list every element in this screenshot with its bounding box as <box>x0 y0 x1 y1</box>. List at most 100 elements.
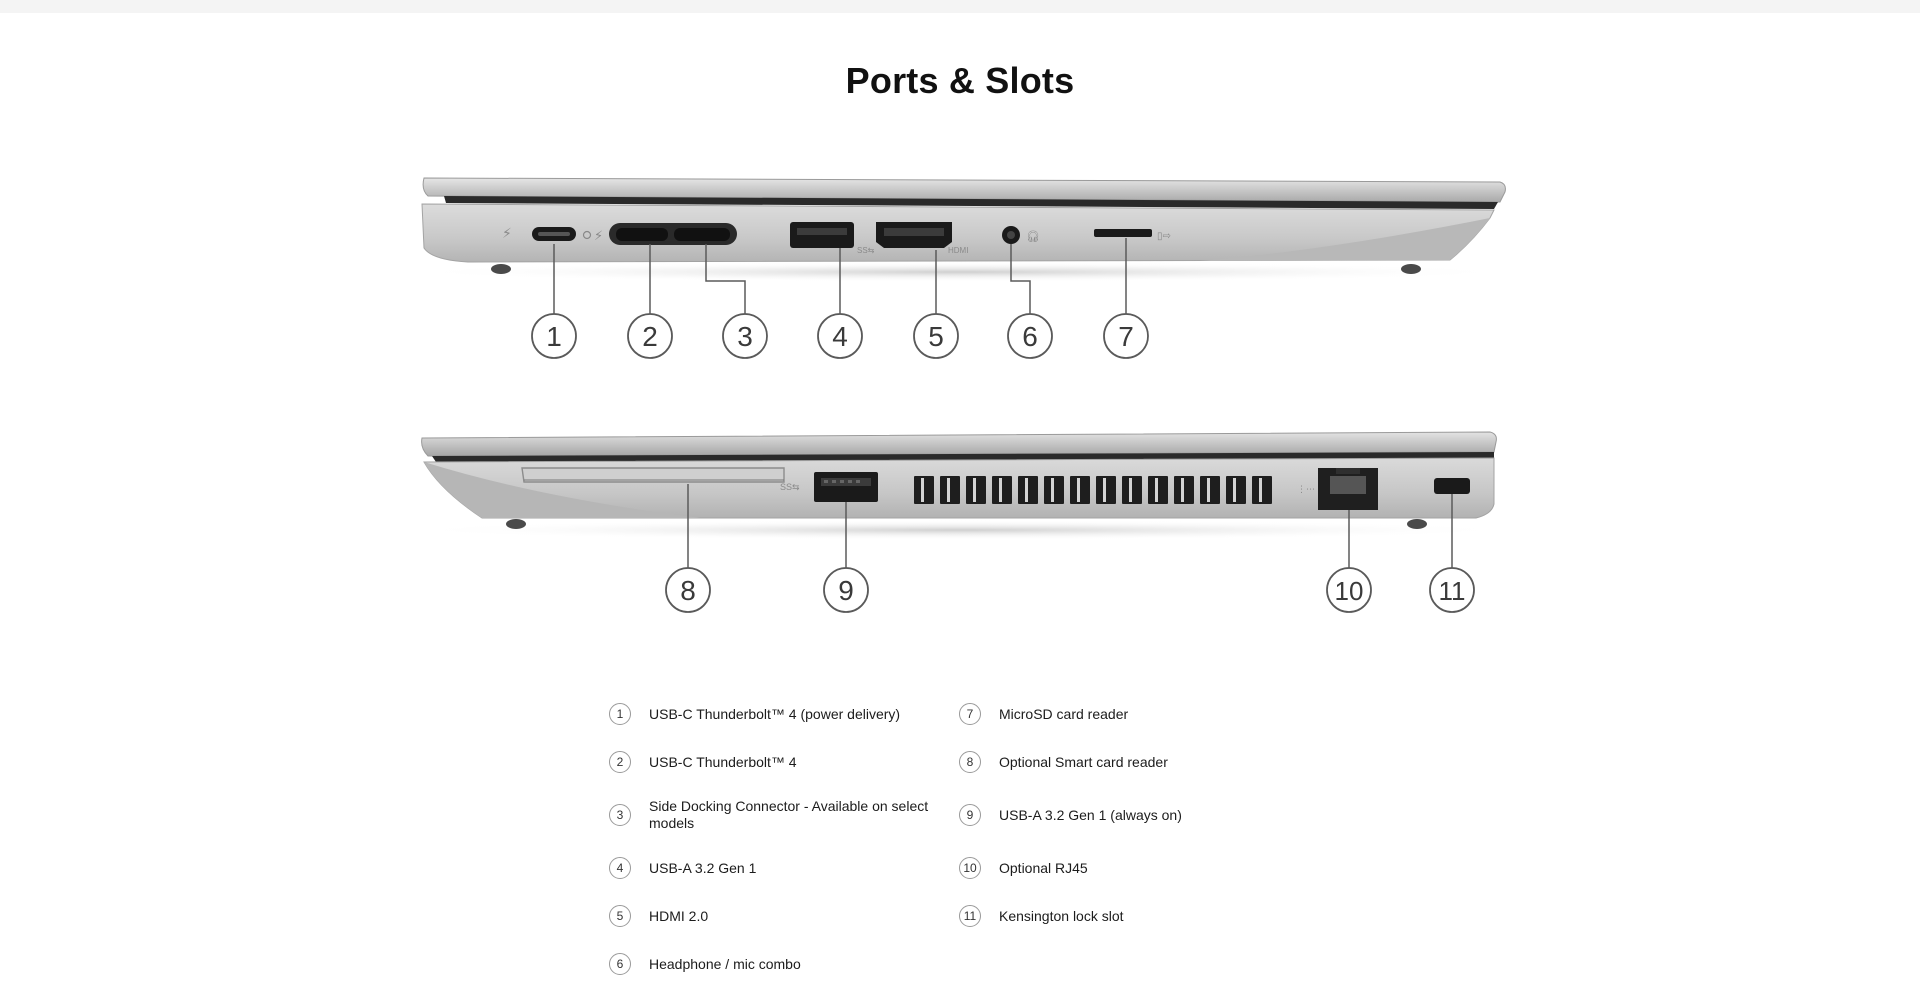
laptop-right-side-view: SS⇆ ⋮⋯ <box>0 418 1920 618</box>
usb-a-port-9-pins <box>824 480 860 483</box>
callout-marker-1: 1 <box>531 313 577 359</box>
base-bevel <box>1200 218 1490 261</box>
legend-item: 8 Optional Smart card reader <box>959 738 1309 786</box>
svg-text:6: 6 <box>1022 321 1038 352</box>
legend-number-badge: 5 <box>609 905 631 927</box>
legend-item: 4 USB-A 3.2 Gen 1 <box>609 844 959 892</box>
legend-label: USB-A 3.2 Gen 1 <box>649 859 757 876</box>
legend-item: 3 Side Docking Connector - Available on … <box>609 786 959 844</box>
legend-label: Optional Smart card reader <box>999 753 1168 770</box>
usb-c-port-2[interactable] <box>616 228 668 241</box>
usb-a-port-9-inner <box>821 478 871 486</box>
legend-number-badge: 3 <box>609 804 631 826</box>
usb-c-port-1-inner <box>538 232 570 236</box>
legend-number-badge: 6 <box>609 953 631 975</box>
kensington-lock-slot[interactable] <box>1434 478 1470 494</box>
legend-label: USB-C Thunderbolt™ 4 <box>649 753 797 770</box>
base-bevel <box>424 462 700 518</box>
ss-usb-icon: SS⇆ <box>780 482 800 492</box>
callout-marker-7: 7 <box>1103 313 1149 359</box>
smart-card-slot[interactable] <box>521 467 785 483</box>
legend-label: Optional RJ45 <box>999 859 1088 876</box>
svg-text:5: 5 <box>928 321 944 352</box>
callout-marker-5: 5 <box>913 313 959 359</box>
callout-marker-3: 3 <box>722 313 768 359</box>
legend-label: HDMI 2.0 <box>649 907 709 924</box>
legend-number-badge: 8 <box>959 751 981 773</box>
callout-marker-9: 9 <box>823 567 869 613</box>
hdmi-icon: HDMI <box>948 246 968 255</box>
legend-item: 2 USB-C Thunderbolt™ 4 <box>609 738 959 786</box>
legend-number-badge: 1 <box>609 703 631 725</box>
svg-text:1: 1 <box>546 321 562 352</box>
laptop-shadow <box>400 262 1520 282</box>
legend-label: USB-A 3.2 Gen 1 (always on) <box>999 806 1182 823</box>
legend-item: 10 Optional RJ45 <box>959 844 1309 892</box>
legend-label: USB-C Thunderbolt™ 4 (power delivery) <box>649 705 901 722</box>
legend-item: 11 Kensington lock slot <box>959 892 1309 940</box>
lid-seam <box>432 452 1494 462</box>
laptop-left-side-illustration: ⚡︎ ⚡︎ SS⇆ HDMI 🎧︎ ▯⇨ <box>400 177 1520 314</box>
headset-icon: 🎧︎ <box>1026 230 1040 243</box>
svg-text:7: 7 <box>1118 321 1134 352</box>
legend-number-badge: 9 <box>959 804 981 826</box>
legend-number-badge: 4 <box>609 857 631 879</box>
legend-number-badge: 10 <box>959 857 981 879</box>
legend-right-column: 7 MicroSD card reader 8 Optional Smart c… <box>959 690 1309 988</box>
laptop-foot <box>506 519 526 529</box>
sd-card-icon: ▯⇨ <box>1157 231 1171 242</box>
callout-marker-8: 8 <box>665 567 711 613</box>
callout-marker-4: 4 <box>817 313 863 359</box>
left-callout-markers: 1 2 3 4 5 6 7 <box>531 313 1149 359</box>
laptop-right-side-illustration: SS⇆ ⋮⋯ <box>400 431 1520 568</box>
legend-item: 6 Headphone / mic combo <box>609 940 959 988</box>
legend-label: MicroSD card reader <box>999 705 1129 722</box>
legend-label: Kensington lock slot <box>999 907 1124 924</box>
legend-number-badge: 2 <box>609 751 631 773</box>
legend-item: 7 MicroSD card reader <box>959 690 1309 738</box>
lid-seam <box>444 196 1498 209</box>
svg-text:10: 10 <box>1335 576 1364 606</box>
laptop-foot <box>1401 264 1421 274</box>
callout-marker-11: 11 <box>1429 567 1475 613</box>
audio-jack-inner <box>1007 231 1015 239</box>
ports-legend: 1 USB-C Thunderbolt™ 4 (power delivery) … <box>609 690 1329 988</box>
legend-number-badge: 11 <box>959 905 981 927</box>
legend-label: Side Docking Connector - Available on se… <box>649 798 929 831</box>
legend-left-column: 1 USB-C Thunderbolt™ 4 (power delivery) … <box>609 690 959 988</box>
laptop-foot <box>491 264 511 274</box>
svg-text:11: 11 <box>1439 576 1466 606</box>
svg-text:3: 3 <box>737 321 753 352</box>
callout-marker-10: 10 <box>1326 567 1372 613</box>
status-led-icon <box>582 230 592 240</box>
vent-slats <box>921 478 1262 502</box>
right-callout-markers: 8 9 10 11 <box>665 567 1475 613</box>
laptop-lid <box>421 431 1497 457</box>
hdmi-port-inner <box>884 228 944 236</box>
legend-item: 1 USB-C Thunderbolt™ 4 (power delivery) <box>609 690 959 738</box>
callout-leaders <box>687 484 1453 568</box>
side-docking-connector[interactable] <box>674 228 730 241</box>
callout-marker-6: 6 <box>1007 313 1053 359</box>
laptop-left-side-view: ⚡︎ ⚡︎ SS⇆ HDMI 🎧︎ ▯⇨ <box>0 160 1920 370</box>
page-title: Ports & Slots <box>845 60 1075 101</box>
svg-text:2: 2 <box>642 321 658 352</box>
usb-a-port-4-inner <box>797 228 847 235</box>
legend-label: Headphone / mic combo <box>649 955 801 972</box>
usb-a-port-9[interactable] <box>814 472 878 502</box>
legend-item: 9 USB-A 3.2 Gen 1 (always on) <box>959 786 1309 844</box>
network-icon: ⋮⋯ <box>1297 484 1315 494</box>
top-strip <box>0 0 1920 13</box>
callout-marker-2: 2 <box>627 313 673 359</box>
svg-text:9: 9 <box>838 575 854 606</box>
thunderbolt-icon: ⚡︎ <box>594 228 603 243</box>
laptop-lid <box>422 177 1506 203</box>
legend-item: 5 HDMI 2.0 <box>609 892 959 940</box>
laptop-shadow <box>400 520 1520 540</box>
svg-text:4: 4 <box>832 321 848 352</box>
legend-number-badge: 7 <box>959 703 981 725</box>
rj45-port-inner <box>1330 476 1366 494</box>
microsd-slot[interactable] <box>1094 229 1152 237</box>
ss-usb-icon: SS⇆ <box>857 246 875 255</box>
callout-leaders <box>553 238 1127 314</box>
